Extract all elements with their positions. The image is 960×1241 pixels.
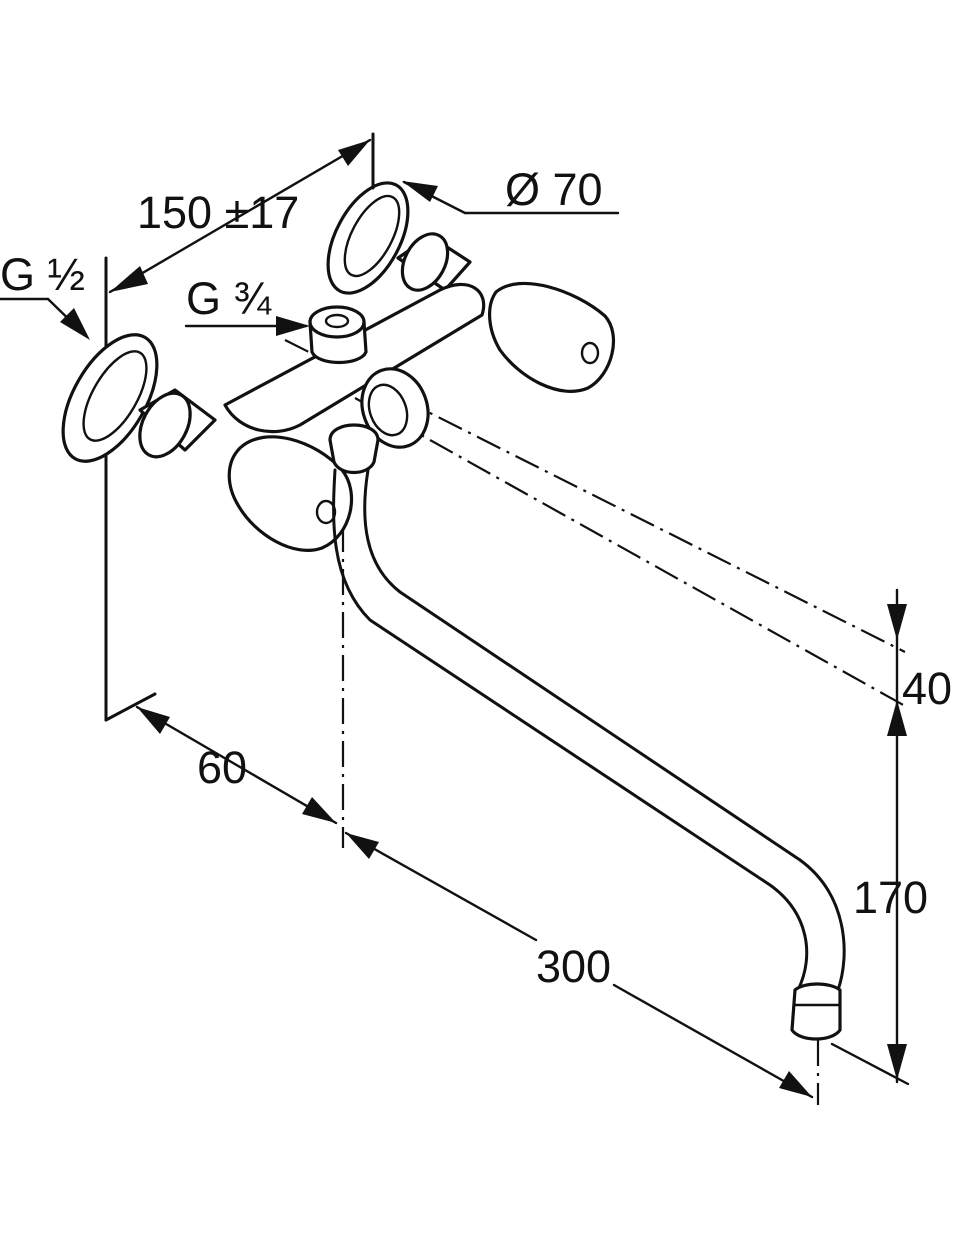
left-rosette-inner (82, 350, 148, 442)
faucet-body (61, 181, 615, 552)
dim-dia-arrow (402, 181, 438, 202)
dim-300-label: 300 (536, 941, 611, 992)
g-half-label: G ½ (0, 249, 85, 300)
dim-150-arrow-left (110, 266, 148, 292)
spout-swivel (328, 423, 380, 475)
dim-150-arrow-right (338, 140, 370, 166)
dim-150-line (108, 138, 372, 294)
top-outlet-hole (324, 313, 350, 329)
top-outlet-ring (308, 305, 366, 339)
dim-300-line-b (612, 983, 814, 1099)
dim-300-line-a (344, 831, 538, 942)
dim-40-label: 40 (902, 663, 952, 714)
dim-170-label: 170 (853, 872, 928, 923)
spout (332, 468, 846, 1041)
spout-outline-outer (332, 468, 809, 992)
wall-base-tick (104, 692, 157, 722)
dim-40-arrow-top (887, 604, 907, 640)
dim-60-arrow-right (302, 797, 336, 823)
right-rosette-inner (343, 194, 401, 278)
left-rosette (61, 333, 159, 463)
dim-300-arrow-left (346, 833, 379, 859)
dim-170-arrow-bottom (887, 1044, 907, 1080)
g-three-quarter-label: G ¾ (186, 273, 273, 324)
dim-300-arrow-right (779, 1071, 812, 1097)
upper-centerline (284, 339, 906, 653)
dim-dia-label: Ø 70 (505, 164, 603, 215)
dim-60-line (135, 705, 338, 825)
right-handle-cap (580, 341, 600, 365)
dim-150-label: 150 ±17 (137, 187, 299, 238)
dim-60-label: 60 (197, 742, 247, 793)
right-rosette (326, 181, 410, 295)
spout-aerator (790, 982, 842, 1041)
g-half-arrow (60, 308, 90, 340)
spout-outline-inner (363, 468, 846, 992)
right-handle-collar (400, 232, 450, 292)
left-handle-collar (138, 391, 192, 459)
dim-170-ext-bottom (830, 1042, 910, 1086)
dim-60-arrow-left (137, 707, 170, 734)
lower-centerline (354, 397, 906, 707)
g-three-quarter-arrow (276, 316, 310, 336)
front-outlet-inner (367, 383, 409, 437)
right-handle (488, 281, 615, 393)
